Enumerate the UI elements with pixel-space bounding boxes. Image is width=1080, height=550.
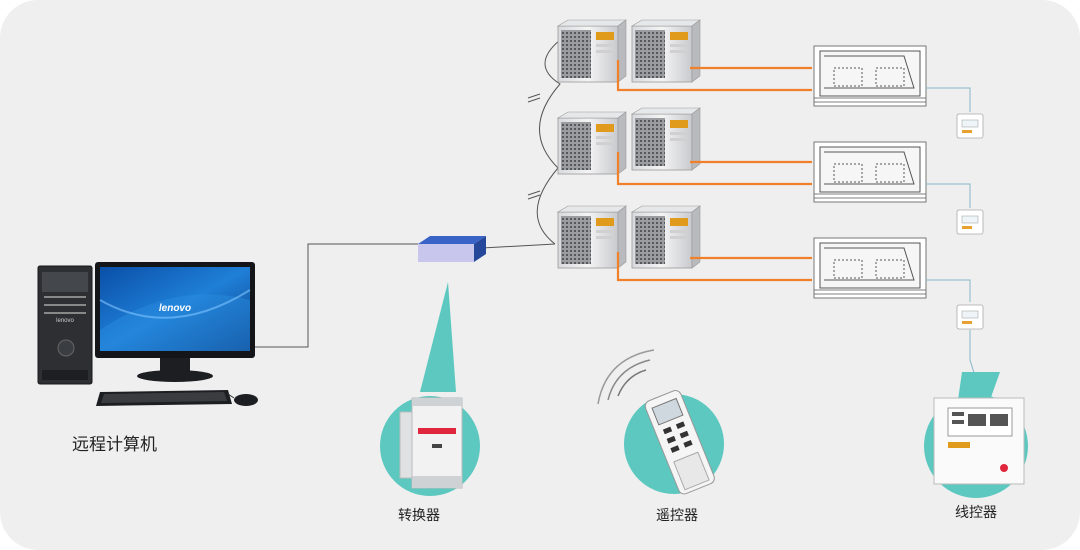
computer: lenovo lenovo: [37, 262, 258, 406]
converter-label: 转换器: [398, 508, 440, 524]
monitor: lenovo: [95, 262, 255, 382]
computer-label: 远程计算机: [72, 435, 157, 455]
outdoor-unit: [557, 111, 627, 175]
keyboard: [96, 390, 232, 406]
pipe: [616, 252, 812, 282]
outdoor-unit: [557, 205, 627, 269]
outdoor-unit: [631, 107, 701, 171]
pipe: [616, 152, 812, 186]
wired-controller-image: [933, 397, 1025, 485]
outdoor-unit: [631, 205, 701, 269]
wall-controller: [956, 304, 984, 330]
indoor-unit: [813, 141, 927, 203]
monitor-logo: lenovo: [159, 303, 191, 314]
pc-tower: lenovo: [37, 265, 93, 385]
outdoor-units: [557, 19, 701, 269]
network-wires: [255, 39, 561, 348]
converter-module-image: [399, 397, 463, 489]
indoor-units: [813, 45, 927, 299]
converter-callout: [380, 282, 480, 496]
converter-to-units-wire: [481, 243, 556, 249]
remote-callout: [597, 349, 724, 495]
case-logo: lenovo: [56, 318, 74, 324]
pc-to-converter-wire: [255, 243, 418, 348]
refrigerant-pipes: [616, 60, 812, 282]
wall-controller: [956, 113, 984, 139]
outdoor-unit: [631, 19, 701, 83]
indoor-unit: [813, 45, 927, 107]
wired-controller-callout: [924, 330, 1028, 498]
signal-wave-icon: [617, 369, 647, 397]
control-wires: [926, 87, 971, 302]
remote-label: 遥控器: [656, 508, 698, 524]
remote-control-image: [644, 390, 715, 495]
converter-device: [418, 236, 486, 262]
wired-controller-label: 线控器: [955, 505, 997, 521]
outdoor-unit: [557, 19, 627, 83]
mouse: [227, 393, 258, 406]
pipe: [616, 60, 812, 92]
wall-controller: [956, 209, 984, 235]
indoor-unit: [813, 237, 927, 299]
unit-bus-wire: [536, 39, 561, 245]
